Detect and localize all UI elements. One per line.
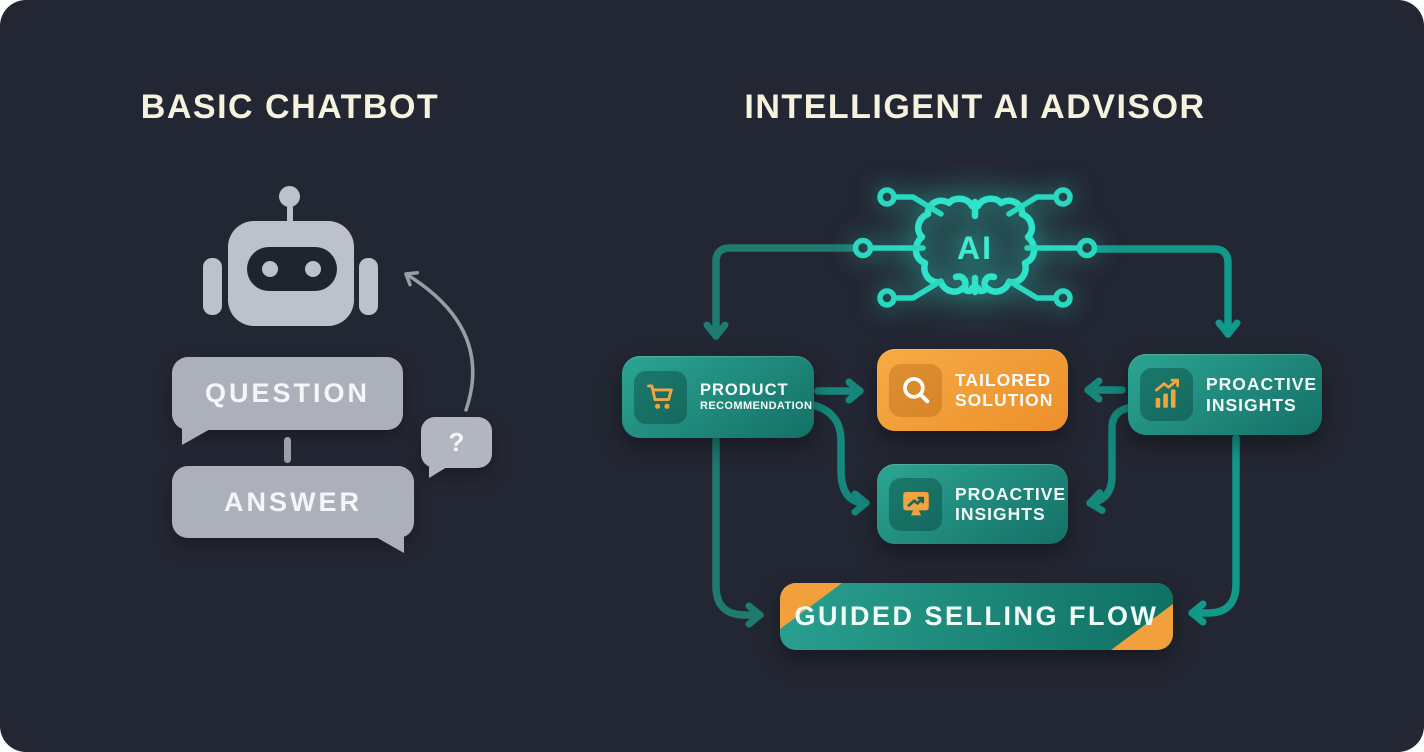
shopping-cart-icon	[634, 370, 687, 424]
proactive-center-line1: PROACTIVE	[955, 483, 1067, 504]
robot-antenna-stem	[287, 205, 293, 224]
robot-ear-left	[203, 258, 222, 315]
guided-selling-flow-banner: GUIDED SELLING FLOW	[780, 583, 1173, 650]
robot-eye-left	[262, 261, 278, 277]
answer-bubble: ANSWER	[172, 466, 414, 553]
monitor-chart-icon	[889, 477, 942, 531]
tailored-solution-box: TAILORED SOLUTION	[877, 349, 1068, 431]
question-mark-bubble: ?	[421, 417, 492, 478]
basic-chatbot-title: BASIC CHATBOT	[140, 88, 440, 126]
product-line1: PRODUCT	[700, 380, 789, 399]
product-line2: RECOMMENDATION	[700, 399, 813, 412]
question-bubble: QUESTION	[172, 357, 403, 445]
guided-selling-flow-label: GUIDED SELLING FLOW	[794, 601, 1159, 631]
proactive-center-line2: INSIGHTS	[955, 504, 1046, 524]
bubble-connector	[284, 437, 291, 463]
bar-chart-arrow-icon	[1140, 368, 1193, 421]
arrow-product-to-proactive-center	[804, 400, 870, 516]
arrow-proactive-right-to-proactive-center	[1086, 403, 1138, 514]
robot-antenna-ball	[279, 186, 300, 207]
magnifier-icon	[889, 363, 942, 417]
proactive-insights-right-box: PROACTIVE INSIGHTS	[1128, 354, 1322, 435]
banner-orange-corner-bottom-right	[1111, 604, 1173, 650]
banner-orange-corner-top-left	[780, 583, 842, 629]
curved-loop-arrow-icon	[404, 270, 475, 412]
brain-glow	[820, 128, 1130, 368]
tailored-line2: SOLUTION	[955, 390, 1054, 410]
question-bubble-label: QUESTION	[204, 378, 370, 408]
question-mark-label: ?	[448, 427, 465, 457]
arrow-proactive-right-to-guided-flow	[1188, 434, 1240, 626]
arrow-product-to-guided-flow	[712, 436, 764, 628]
robot-ear-right	[359, 258, 378, 315]
proactive-right-line2: INSIGHTS	[1206, 394, 1297, 415]
product-recommendation-box: PRODUCT RECOMMENDATION	[622, 356, 814, 438]
proactive-right-line1: PROACTIVE	[1206, 374, 1318, 395]
proactive-insights-center-box: PROACTIVE INSIGHTS	[877, 464, 1068, 544]
robot-eye-right	[305, 261, 321, 277]
intelligent-ai-advisor-title: INTELLIGENT AI ADVISOR	[744, 88, 1206, 126]
answer-bubble-label: ANSWER	[224, 486, 362, 517]
robot-face-plate	[247, 247, 337, 291]
tailored-line1: TAILORED	[955, 369, 1052, 390]
